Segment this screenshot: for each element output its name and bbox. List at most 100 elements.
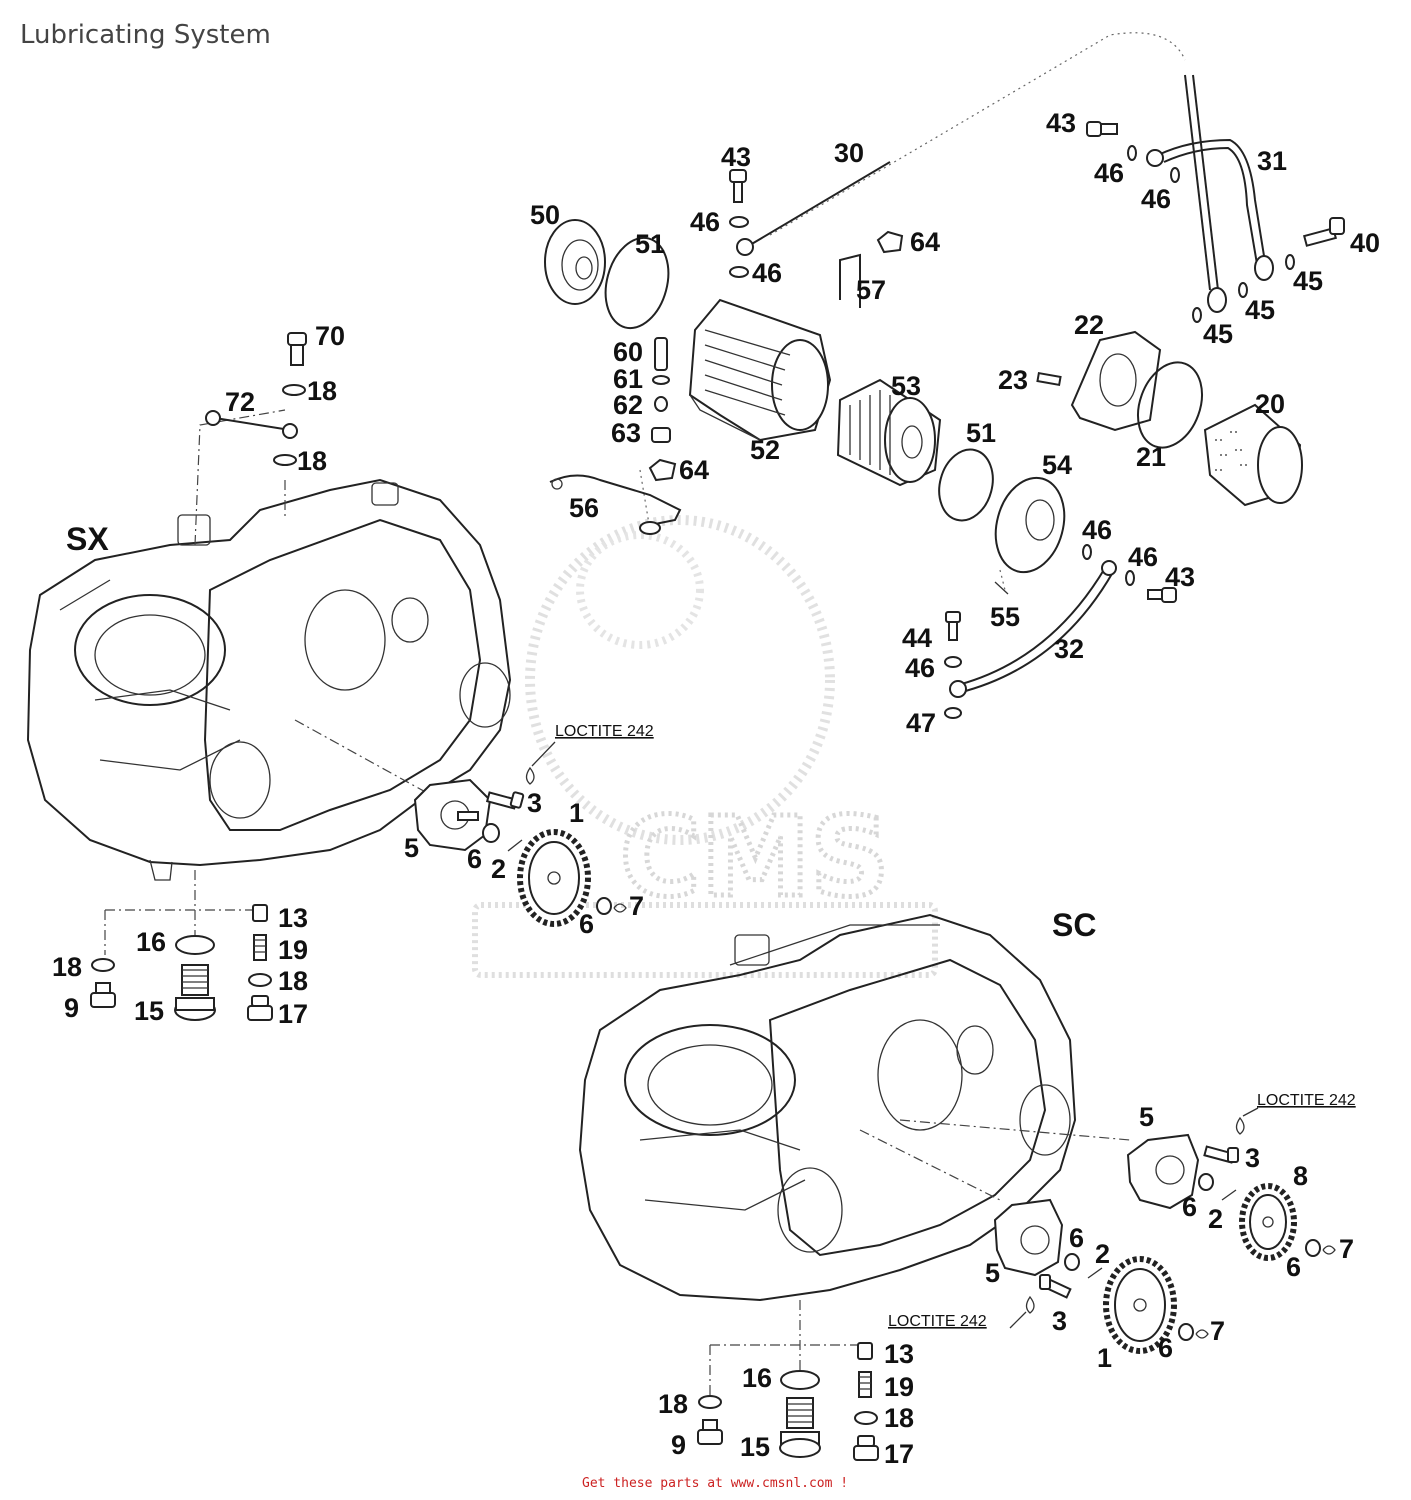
plug-13-sx bbox=[252, 904, 268, 922]
callout-1: 1 bbox=[569, 798, 584, 828]
loctite-note-sx: LOCTITE 242 bbox=[555, 723, 654, 740]
gear-1-sx bbox=[517, 829, 591, 927]
callout-6: 6 bbox=[1069, 1223, 1084, 1253]
washer-46-rb bbox=[1170, 167, 1180, 183]
o-ring-21 bbox=[1137, 361, 1203, 449]
washer-45a bbox=[1285, 254, 1295, 270]
strainer-15-sx bbox=[174, 964, 216, 1021]
loctite-drop-sc-lower bbox=[1025, 1295, 1035, 1314]
callout-16: 16 bbox=[136, 927, 166, 957]
crankcase-sx bbox=[26, 478, 512, 881]
callout-7: 7 bbox=[629, 891, 644, 921]
washer-45b bbox=[1238, 282, 1248, 298]
bolt-44 bbox=[945, 611, 961, 641]
callout-17: 17 bbox=[884, 1439, 914, 1469]
callout-7: 7 bbox=[1339, 1234, 1354, 1264]
callout-23: 23 bbox=[998, 365, 1028, 395]
oil-pump-sx bbox=[413, 778, 492, 852]
washer-46-32b bbox=[1125, 570, 1135, 586]
filter-20 bbox=[1203, 403, 1303, 507]
callout-3: 3 bbox=[1052, 1306, 1067, 1336]
footer-shop-link[interactable]: Get these parts at www.cmsnl.com ! bbox=[582, 1476, 849, 1491]
callout-30: 30 bbox=[834, 138, 864, 168]
cover-54 bbox=[994, 476, 1066, 574]
callout-18: 18 bbox=[307, 376, 337, 406]
plug-13-sc bbox=[857, 1342, 873, 1360]
callout-60: 60 bbox=[613, 337, 643, 367]
callout-55: 55 bbox=[990, 602, 1020, 632]
section-label-sx: SX bbox=[66, 521, 109, 557]
nut-64a bbox=[876, 230, 904, 254]
bolt-55 bbox=[994, 581, 1009, 595]
pin-2-sc-lower bbox=[1087, 1267, 1103, 1279]
callout-64: 64 bbox=[679, 455, 709, 485]
oil-line-31 bbox=[1146, 138, 1274, 281]
callout-15: 15 bbox=[740, 1432, 770, 1462]
callout-7: 7 bbox=[1210, 1316, 1225, 1346]
washer-6b-sx bbox=[596, 897, 612, 915]
washer-46-ra bbox=[1127, 145, 1137, 161]
washer-18c-sx bbox=[248, 973, 272, 987]
callout-61: 61 bbox=[613, 364, 643, 394]
callout-5: 5 bbox=[1139, 1102, 1154, 1132]
callout-9: 9 bbox=[671, 1430, 686, 1460]
cover-50 bbox=[544, 219, 606, 305]
washer-47 bbox=[944, 707, 962, 719]
callout-51: 51 bbox=[966, 418, 996, 448]
washer-18-drain-sc bbox=[698, 1395, 722, 1409]
o-ring-16-sx bbox=[175, 935, 215, 955]
callout-46: 46 bbox=[905, 653, 935, 683]
loctite-note-sc-upper: LOCTITE 242 bbox=[1257, 1092, 1356, 1109]
callout-43: 43 bbox=[1046, 108, 1076, 138]
callout-64: 64 bbox=[910, 227, 940, 257]
callout-43: 43 bbox=[721, 142, 751, 172]
callout-70: 70 bbox=[315, 321, 345, 351]
washer-18a bbox=[282, 384, 306, 396]
pin-2-sc-upper bbox=[1221, 1189, 1237, 1201]
nut-64b bbox=[648, 458, 677, 482]
callout-72: 72 bbox=[225, 387, 255, 417]
bracket-56 bbox=[549, 474, 682, 535]
bolt-43-lower bbox=[1147, 587, 1177, 603]
washer-46-top-b bbox=[729, 266, 749, 278]
callout-15: 15 bbox=[134, 996, 164, 1026]
gear-1-sc bbox=[1103, 1256, 1177, 1354]
page-title: Lubricating System bbox=[20, 20, 271, 50]
callout-5: 5 bbox=[985, 1258, 1000, 1288]
washer-46-44 bbox=[944, 656, 962, 668]
clip-7-gear1-sc bbox=[1195, 1329, 1209, 1339]
callout-18: 18 bbox=[884, 1403, 914, 1433]
callout-19: 19 bbox=[884, 1372, 914, 1402]
callout-44: 44 bbox=[902, 623, 932, 653]
callout-3: 3 bbox=[527, 788, 542, 818]
watermark-text: CMS bbox=[620, 793, 889, 921]
callout-13: 13 bbox=[278, 903, 308, 933]
washer-18-drain-sx bbox=[91, 958, 115, 972]
bolt-3-sc-upper bbox=[1203, 1145, 1239, 1164]
callout-21: 21 bbox=[1136, 442, 1166, 472]
callout-47: 47 bbox=[906, 708, 936, 738]
callout-13: 13 bbox=[884, 1339, 914, 1369]
watermark-logo: CMS bbox=[472, 515, 938, 978]
o-ring-16-sc bbox=[780, 1370, 820, 1390]
callout-18: 18 bbox=[297, 446, 327, 476]
callout-32: 32 bbox=[1054, 634, 1084, 664]
callout-17: 17 bbox=[278, 999, 308, 1029]
clip-7-gear8 bbox=[1322, 1245, 1336, 1255]
callout-6: 6 bbox=[467, 844, 482, 874]
bolt-23 bbox=[1036, 371, 1062, 387]
washer-6-sc-lower bbox=[1064, 1253, 1080, 1271]
callout-54: 54 bbox=[1042, 450, 1072, 480]
o-ring-51a bbox=[604, 236, 670, 330]
callout-51: 51 bbox=[635, 229, 665, 259]
bolt-60-stack bbox=[651, 337, 671, 443]
callout-18: 18 bbox=[658, 1389, 688, 1419]
bolt-3-sx bbox=[485, 791, 525, 810]
washer-18b bbox=[273, 454, 297, 466]
pin-2-sx bbox=[507, 839, 523, 852]
bolt-3-sc-lower bbox=[1039, 1274, 1072, 1299]
washer-6-gear8 bbox=[1305, 1239, 1321, 1257]
washer-6-sx bbox=[482, 823, 500, 843]
clip-7-sx bbox=[613, 903, 627, 913]
banjo-bolt-40 bbox=[1302, 217, 1345, 247]
